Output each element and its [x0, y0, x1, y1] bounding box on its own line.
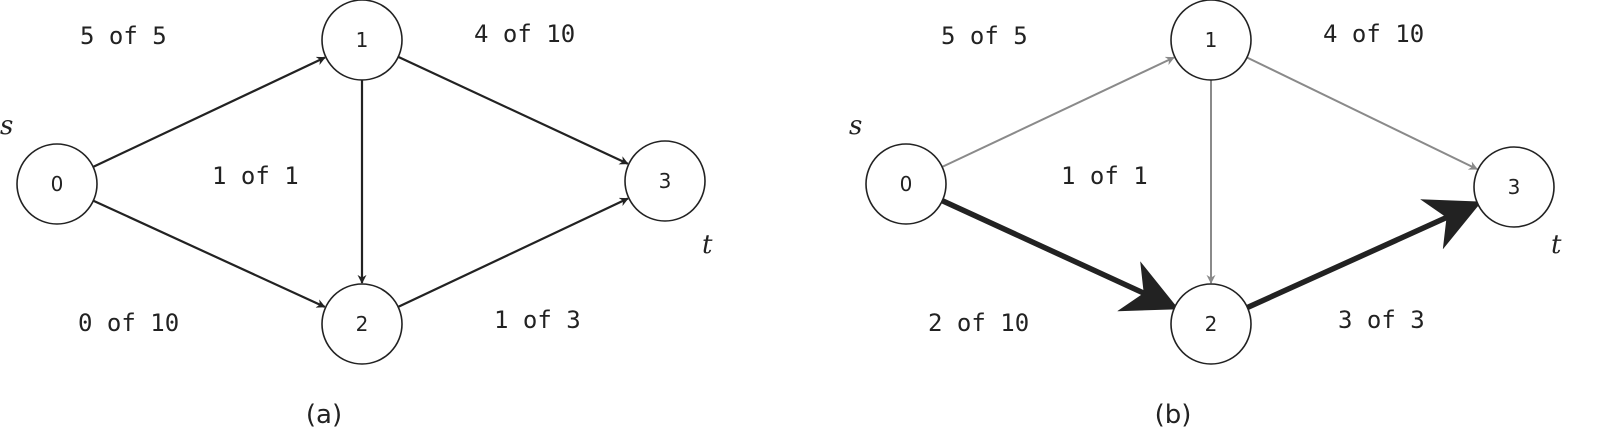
node-0: 0 — [16, 143, 98, 225]
edge-label-0-2: 2 of 10 — [928, 309, 1029, 337]
node-2: 2 — [321, 283, 403, 365]
node-label: 1 — [1205, 28, 1218, 52]
caption-b: (b) — [1155, 400, 1192, 430]
panel-a: 0 1 2 3 5 of 5 4 of 10 1 of 1 0 of 10 1 … — [0, 0, 713, 430]
source-label: s — [0, 111, 13, 141]
edge-label-0-2: 0 of 10 — [78, 309, 179, 337]
source-label: s — [849, 111, 862, 141]
node-3: 3 — [1473, 146, 1555, 228]
edge-2-3 — [397, 197, 629, 308]
edges-layer — [941, 56, 1482, 312]
edge-0-2 — [941, 198, 1179, 312]
edge-label-1-2: 1 of 1 — [1061, 162, 1148, 190]
edge-label-2-3: 1 of 3 — [494, 306, 581, 334]
edge-label-1-2: 1 of 1 — [212, 162, 299, 190]
edge-label-1-3: 4 of 10 — [1323, 20, 1424, 48]
edge-label-2-3: 3 of 3 — [1338, 306, 1425, 334]
panel-b: 0 1 2 3 5 of 5 4 of 10 1 of 1 2 of 10 3 … — [849, 0, 1562, 430]
sink-label: t — [1551, 230, 1562, 260]
edge-0-2 — [92, 199, 326, 308]
edge-0-1 — [941, 56, 1175, 168]
edge-0-1 — [92, 56, 326, 168]
node-0: 0 — [865, 143, 947, 225]
node-2: 2 — [1170, 283, 1252, 365]
node-label: 2 — [1205, 312, 1218, 336]
edge-label-0-1: 5 of 5 — [80, 22, 167, 50]
node-1: 1 — [1170, 0, 1252, 81]
edge-2-3 — [1246, 199, 1482, 311]
edge-1-3 — [397, 55, 629, 165]
node-label: 2 — [356, 312, 369, 336]
edge-1-3 — [1246, 56, 1478, 170]
sink-label: t — [702, 230, 713, 260]
node-label: 0 — [900, 172, 913, 196]
node-1: 1 — [321, 0, 403, 81]
node-label: 3 — [1508, 175, 1521, 199]
caption-a: (a) — [306, 400, 342, 430]
node-label: 3 — [659, 169, 672, 193]
edge-label-1-3: 4 of 10 — [474, 20, 575, 48]
edge-label-0-1: 5 of 5 — [941, 22, 1028, 50]
edges-layer — [92, 55, 629, 308]
node-label: 1 — [356, 28, 369, 52]
node-label: 0 — [51, 172, 64, 196]
node-3: 3 — [624, 140, 706, 222]
